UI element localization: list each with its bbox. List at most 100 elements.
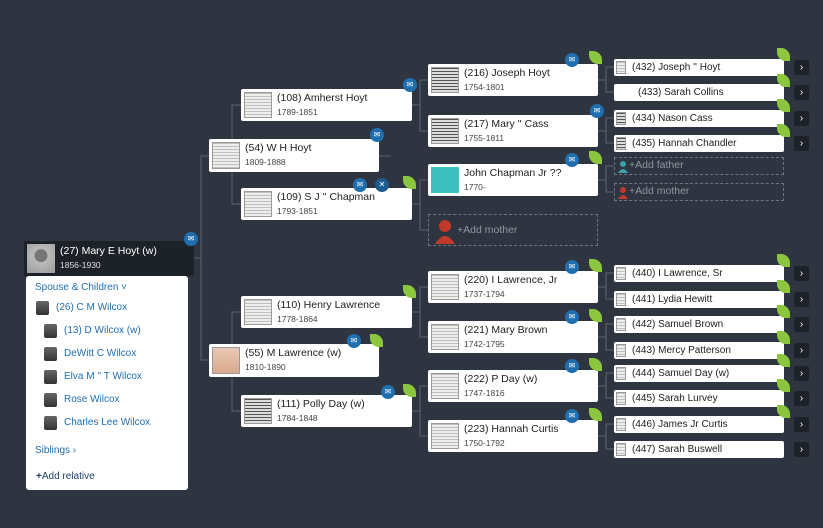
record-hint-icon[interactable]: ✉ [565, 53, 579, 67]
add-father-placeholder[interactable]: +Add father [614, 157, 784, 175]
chevron-right-icon[interactable]: › [794, 111, 809, 126]
person-card[interactable]: (223) Hannah Curtis 1750-1792 [428, 420, 598, 452]
person-card[interactable]: (434) Nason Cass [614, 110, 784, 127]
record-hint-icon[interactable]: ✕ [375, 178, 389, 192]
add-mother-placeholder[interactable]: +Add mother [428, 214, 598, 246]
chevron-right-icon[interactable]: › [794, 417, 809, 432]
person-card[interactable]: (435) Hannah Chandler [614, 135, 784, 152]
hint-leaf-icon[interactable] [403, 384, 416, 397]
person-avatar [44, 416, 57, 430]
family-list-item[interactable]: Elva M '' T Wilcox [26, 368, 188, 388]
family-member-link[interactable]: Charles Lee Wilcox [64, 417, 151, 428]
hint-leaf-icon[interactable] [589, 51, 602, 64]
add-relative-button[interactable]: +Add relative [36, 471, 95, 482]
record-hint-icon[interactable]: ✉ [565, 409, 579, 423]
person-card[interactable]: (111) Polly Day (w) 1784-1848 [241, 395, 412, 427]
hint-leaf-icon[interactable] [777, 99, 790, 112]
chevron-right-icon[interactable]: › [794, 317, 809, 332]
person-card[interactable]: (54) W H Hoyt 1809-1888 [209, 139, 379, 172]
family-list-item[interactable]: DeWitt C Wilcox [26, 345, 188, 365]
hint-leaf-icon[interactable] [777, 379, 790, 392]
family-list-item[interactable]: (26) C M Wilcox [26, 299, 188, 319]
person-dates: 1755-1811 [464, 133, 505, 143]
person-dates: 1789-1851 [277, 107, 318, 117]
record-hint-icon[interactable]: ✉ [565, 260, 579, 274]
person-avatar [36, 301, 49, 315]
family-member-link[interactable]: (13) D Wilcox (w) [64, 325, 141, 336]
record-hint-icon[interactable]: ✉ [590, 104, 604, 118]
record-hint-icon[interactable]: ✉ [403, 78, 417, 92]
person-card[interactable]: (447) Sarah Buswell [614, 441, 784, 458]
family-member-link[interactable]: Rose Wilcox [64, 394, 120, 405]
family-member-link[interactable]: (26) C M Wilcox [56, 302, 128, 313]
hint-leaf-icon[interactable] [403, 285, 416, 298]
person-name: (108) Amherst Hoyt [277, 92, 368, 104]
hint-leaf-icon[interactable] [589, 358, 602, 371]
record-hint-icon[interactable]: ✉ [370, 128, 384, 142]
person-card[interactable]: (441) Lydia Hewitt [614, 291, 784, 308]
family-list-item[interactable]: Charles Lee Wilcox [26, 414, 188, 434]
hint-leaf-icon[interactable] [589, 151, 602, 164]
person-name: (441) Lydia Hewitt [632, 294, 713, 305]
person-card[interactable]: (221) Mary Brown 1742-1795 [428, 321, 598, 353]
hint-leaf-icon[interactable] [777, 124, 790, 137]
person-card[interactable]: (442) Samuel Brown [614, 316, 784, 333]
chevron-right-icon[interactable]: › [794, 366, 809, 381]
person-card[interactable]: (446) James Jr Curtis [614, 416, 784, 433]
add-mother-placeholder[interactable]: +Add mother [614, 183, 784, 201]
hint-leaf-icon[interactable] [777, 331, 790, 344]
chevron-right-icon[interactable]: › [794, 292, 809, 307]
hint-leaf-icon[interactable] [589, 309, 602, 322]
person-card[interactable]: (443) Mercy Patterson [614, 342, 784, 359]
siblings-toggle[interactable]: Siblings › [35, 445, 77, 456]
person-dates: 1737-1794 [464, 289, 505, 299]
chevron-right-icon[interactable]: › [794, 266, 809, 281]
person-card[interactable]: (216) Joseph Hoyt 1754-1801 [428, 64, 598, 96]
chevron-right-icon[interactable]: › [794, 343, 809, 358]
record-hint-icon[interactable]: ✉ [565, 153, 579, 167]
chevron-right-icon[interactable]: › [794, 136, 809, 151]
person-card[interactable]: (108) Amherst Hoyt 1789-1851 [241, 89, 412, 121]
person-card[interactable]: (222) P Day (w) 1747-1816 [428, 370, 598, 402]
hint-leaf-icon[interactable] [370, 334, 383, 347]
family-member-link[interactable]: Elva M '' T Wilcox [64, 371, 142, 382]
record-thumbnail [244, 398, 272, 424]
person-card[interactable]: (110) Henry Lawrence 1778-1864 [241, 296, 412, 328]
family-list-item[interactable]: Rose Wilcox [26, 391, 188, 411]
chevron-right-icon[interactable]: › [794, 442, 809, 457]
family-list-item[interactable]: (13) D Wilcox (w) [26, 322, 188, 342]
person-card[interactable]: (432) Joseph '' Hoyt [614, 59, 784, 76]
hint-leaf-icon[interactable] [777, 305, 790, 318]
person-card[interactable]: (217) Mary '' Cass 1755-1811 [428, 115, 598, 147]
person-card[interactable]: (445) Sarah Lurvey [614, 390, 784, 407]
hint-leaf-icon[interactable] [777, 354, 790, 367]
focus-person-card[interactable]: (27) Mary E Hoyt (w) 1856-1930 [24, 241, 194, 276]
record-hint-icon[interactable]: ✉ [184, 232, 198, 246]
record-hint-icon[interactable]: ✉ [565, 359, 579, 373]
record-hint-icon[interactable]: ✉ [347, 334, 361, 348]
person-card[interactable]: John Chapman Jr ?? 1770- [428, 164, 598, 196]
person-card[interactable]: (433) Sarah Collins [614, 84, 784, 101]
record-hint-icon[interactable]: ✉ [565, 310, 579, 324]
hint-leaf-icon[interactable] [777, 254, 790, 267]
person-card[interactable]: (440) I Lawrence, Sr [614, 265, 784, 282]
hint-leaf-icon[interactable] [589, 408, 602, 421]
hint-leaf-icon[interactable] [777, 405, 790, 418]
hint-leaf-icon[interactable] [777, 74, 790, 87]
person-card[interactable]: (109) S J '' Chapman 1793-1851 [241, 188, 412, 220]
person-card[interactable]: (220) I Lawrence, Jr 1737-1794 [428, 271, 598, 303]
person-card[interactable]: (55) M Lawrence (w) 1810-1890 [209, 344, 379, 377]
chevron-right-icon[interactable]: › [794, 60, 809, 75]
hint-leaf-icon[interactable] [777, 48, 790, 61]
record-hint-icon[interactable]: ✉ [353, 178, 367, 192]
person-dates: 1754-1801 [464, 82, 505, 92]
hint-leaf-icon[interactable] [589, 259, 602, 272]
chevron-right-icon[interactable]: › [794, 391, 809, 406]
record-hint-icon[interactable]: ✉ [381, 385, 395, 399]
spouse-children-toggle[interactable]: Spouse & Children ˅ [35, 282, 128, 293]
person-card[interactable]: (444) Samuel Day (w) [614, 365, 784, 382]
family-member-link[interactable]: DeWitt C Wilcox [64, 348, 137, 359]
hint-leaf-icon[interactable] [403, 176, 416, 189]
chevron-right-icon[interactable]: › [794, 85, 809, 100]
hint-leaf-icon[interactable] [777, 280, 790, 293]
